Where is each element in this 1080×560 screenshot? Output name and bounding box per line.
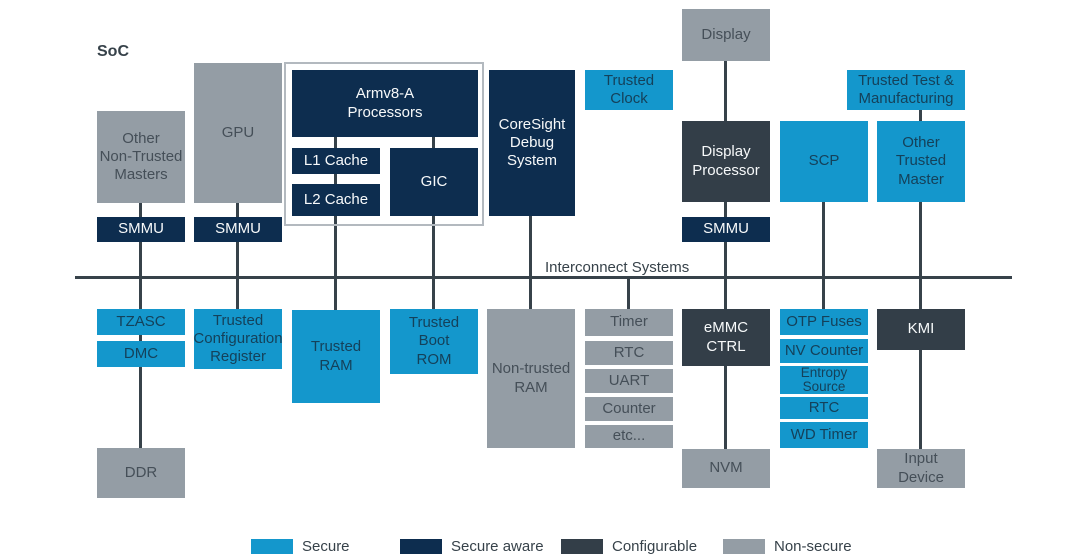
connector-col-gic	[432, 136, 435, 309]
block-trusted-boot-rom: Trusted Boot ROM	[390, 309, 478, 374]
legend-swatch-configurable	[561, 539, 603, 554]
block-ddr: DDR	[97, 448, 185, 498]
block-gpu: GPU	[194, 63, 282, 203]
legend-item-non-secure: Non-secure	[723, 538, 852, 555]
connector-col-display	[724, 60, 727, 449]
block-other-trusted-master: Other Trusted Master	[877, 121, 965, 202]
interconnect-label: Interconnect Systems	[545, 259, 690, 276]
block-trusted-test-manufacturing: Trusted Test & Manufacturing	[847, 70, 965, 110]
block-display: Display	[682, 9, 770, 61]
block-coresight-debug-system: CoreSight Debug System	[489, 70, 575, 216]
block-armv8-processors: Armv8-A Processors	[292, 70, 478, 137]
legend-item-secure: Secure	[251, 538, 350, 555]
legend-item-secure-aware: Secure aware	[400, 538, 544, 555]
legend-swatch-secure-aware	[400, 539, 442, 554]
block-l1-cache: L1 Cache	[292, 148, 380, 174]
block-emmc-ctrl: eMMC CTRL	[682, 309, 770, 366]
block-etc: etc...	[585, 425, 673, 448]
block-scp: SCP	[780, 121, 868, 202]
block-smmu-display: SMMU	[682, 217, 770, 242]
legend-label-non-secure: Non-secure	[774, 538, 852, 555]
legend-label-configurable: Configurable	[612, 538, 698, 555]
block-nvm: NVM	[682, 449, 770, 488]
block-smmu-gpu: SMMU	[194, 217, 282, 242]
connector-col-coresight	[529, 216, 532, 309]
block-rtc-peripheral: RTC	[585, 341, 673, 365]
block-smmu-left: SMMU	[97, 217, 185, 242]
block-counter: Counter	[585, 397, 673, 421]
block-uart: UART	[585, 369, 673, 393]
processor-cluster-outline	[284, 62, 484, 226]
connector-col-kmi	[919, 110, 922, 449]
block-timer: Timer	[585, 309, 673, 336]
block-entropy-source: Entropy Source	[780, 365, 868, 394]
block-tzasc: TZASC	[97, 309, 185, 335]
legend-swatch-non-secure	[723, 539, 765, 554]
soc-title: SoC	[97, 43, 129, 60]
block-kmi: KMI	[877, 309, 965, 350]
block-wd-timer: WD Timer	[780, 422, 868, 448]
block-l2-cache: L2 Cache	[292, 184, 380, 216]
block-input-device: Input Device	[877, 449, 965, 488]
interconnect-bus-line	[75, 276, 1012, 279]
connector-col-cache	[334, 136, 337, 310]
legend-label-secure-aware: Secure aware	[451, 538, 544, 555]
block-display-processor: Display Processor	[682, 121, 770, 202]
block-trusted-ram: Trusted RAM	[292, 310, 380, 403]
connector-col-peripherals	[627, 277, 630, 309]
block-nv-counter: NV Counter	[780, 339, 868, 363]
block-dmc: DMC	[97, 341, 185, 367]
connector-col-gpu	[236, 203, 239, 309]
block-rtc-secure: RTC	[780, 397, 868, 419]
block-gic: GIC	[390, 148, 478, 216]
legend-item-configurable: Configurable	[561, 538, 697, 555]
block-non-trusted-ram: Non-trusted RAM	[487, 309, 575, 448]
block-trusted-configuration-register: Trusted Configuration Register	[193, 309, 283, 369]
block-trusted-clock: Trusted Clock	[585, 70, 673, 110]
block-otp-fuses: OTP Fuses	[780, 309, 868, 335]
block-other-non-trusted-masters: Other Non-Trusted Masters	[97, 111, 185, 203]
connector-col-scp	[822, 202, 825, 309]
legend-swatch-secure	[251, 539, 293, 554]
legend-label-secure: Secure	[302, 538, 350, 555]
